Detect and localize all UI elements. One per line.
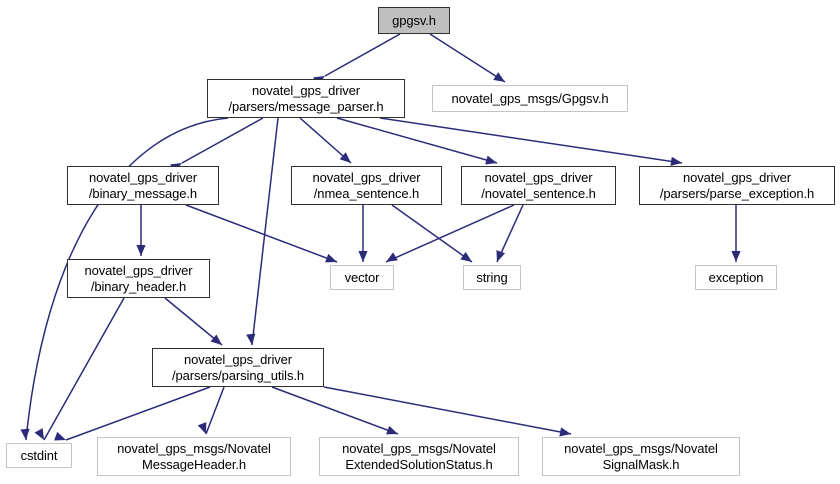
graph-node-string[interactable]: string [463,265,521,290]
arrowhead-binary_header-to-parsing_utils [210,334,222,345]
edge-binary_header-to-cstdint [43,297,125,441]
graph-node-signal_mask[interactable]: novatel_gps_msgs/Novatel SignalMask.h [542,437,740,476]
edge-message_parser-to-parse_exception [379,117,683,164]
graph-node-nmea_sentence[interactable]: novatel_gps_driver /nmea_sentence.h [291,166,442,205]
edge-binary_message-to-vector [185,204,338,263]
arrowhead-novatel_sentence-to-string [496,250,506,262]
edge-nmea_sentence-to-string [391,204,473,263]
arrowhead-parsing_utils-to-msg_header [197,422,207,434]
graph-node-parsing_utils[interactable]: novatel_gps_driver /parsers/parsing_util… [152,348,324,387]
graph-node-exception[interactable]: exception [695,265,777,290]
graph-node-novatel_sentence[interactable]: novatel_gps_driver /novatel_sentence.h [461,166,616,205]
arrowhead-message_parser-to-nmea_sentence [339,152,351,163]
arrowhead-binary_message-to-binary_header [136,244,146,256]
edge-parsing_utils-to-ext_solution_status [271,386,399,435]
graph-node-parse_exception[interactable]: novatel_gps_driver /parsers/parse_except… [639,166,835,205]
graph-node-gpgsv_msg[interactable]: novatel_gps_msgs/Gpgsv.h [432,85,628,112]
edge-parsing_utils-to-signal_mask [323,386,572,435]
graph-node-message_parser[interactable]: novatel_gps_driver /parsers/message_pars… [207,79,405,118]
edge-message_parser-to-nmea_sentence [299,117,352,164]
arrowhead-nmea_sentence-to-string [460,251,472,262]
edge-gpgsv-to-message_parser [324,33,401,77]
graph-node-gpgsv[interactable]: gpgsv.h [378,7,450,34]
edge-message_parser-to-novatel_sentence [336,117,498,164]
graph-node-binary_message[interactable]: novatel_gps_driver /binary_message.h [67,166,219,205]
arrowhead-binary_header-to-cstdint [34,428,44,440]
edge-novatel_sentence-to-vector [385,204,515,263]
graph-node-vector[interactable]: vector [330,265,394,290]
edge-parsing_utils-to-msg_header [205,386,225,435]
arrowhead-nmea_sentence-to-vector [358,250,368,262]
edge-gpgsv-to-gpgsv_msg [429,33,506,83]
graph-node-binary_header[interactable]: novatel_gps_driver /binary_header.h [67,259,210,298]
edge-parsing_utils-to-cstdint [65,386,211,441]
edge-novatel_sentence-to-string [496,204,524,263]
graph-node-ext_solution_status[interactable]: novatel_gps_msgs/Novatel ExtendedSolutio… [319,437,519,476]
graph-node-msg_header[interactable]: novatel_gps_msgs/Novatel MessageHeader.h [97,437,291,476]
arrowhead-message_parser-to-cstdint [20,428,30,440]
arrowhead-parse_exception-to-exception [731,250,741,262]
arrowhead-message_parser-to-parsing_utils [246,333,256,345]
arrowhead-gpgsv-to-gpgsv_msg [493,72,505,82]
edge-binary_header-to-parsing_utils [164,297,223,346]
edge-message_parser-to-parsing_utils [251,117,279,346]
edge-message_parser-to-binary_message [181,117,264,164]
arrowhead-novatel_sentence-to-vector [386,252,398,262]
graph-node-cstdint[interactable]: cstdint [6,443,72,468]
